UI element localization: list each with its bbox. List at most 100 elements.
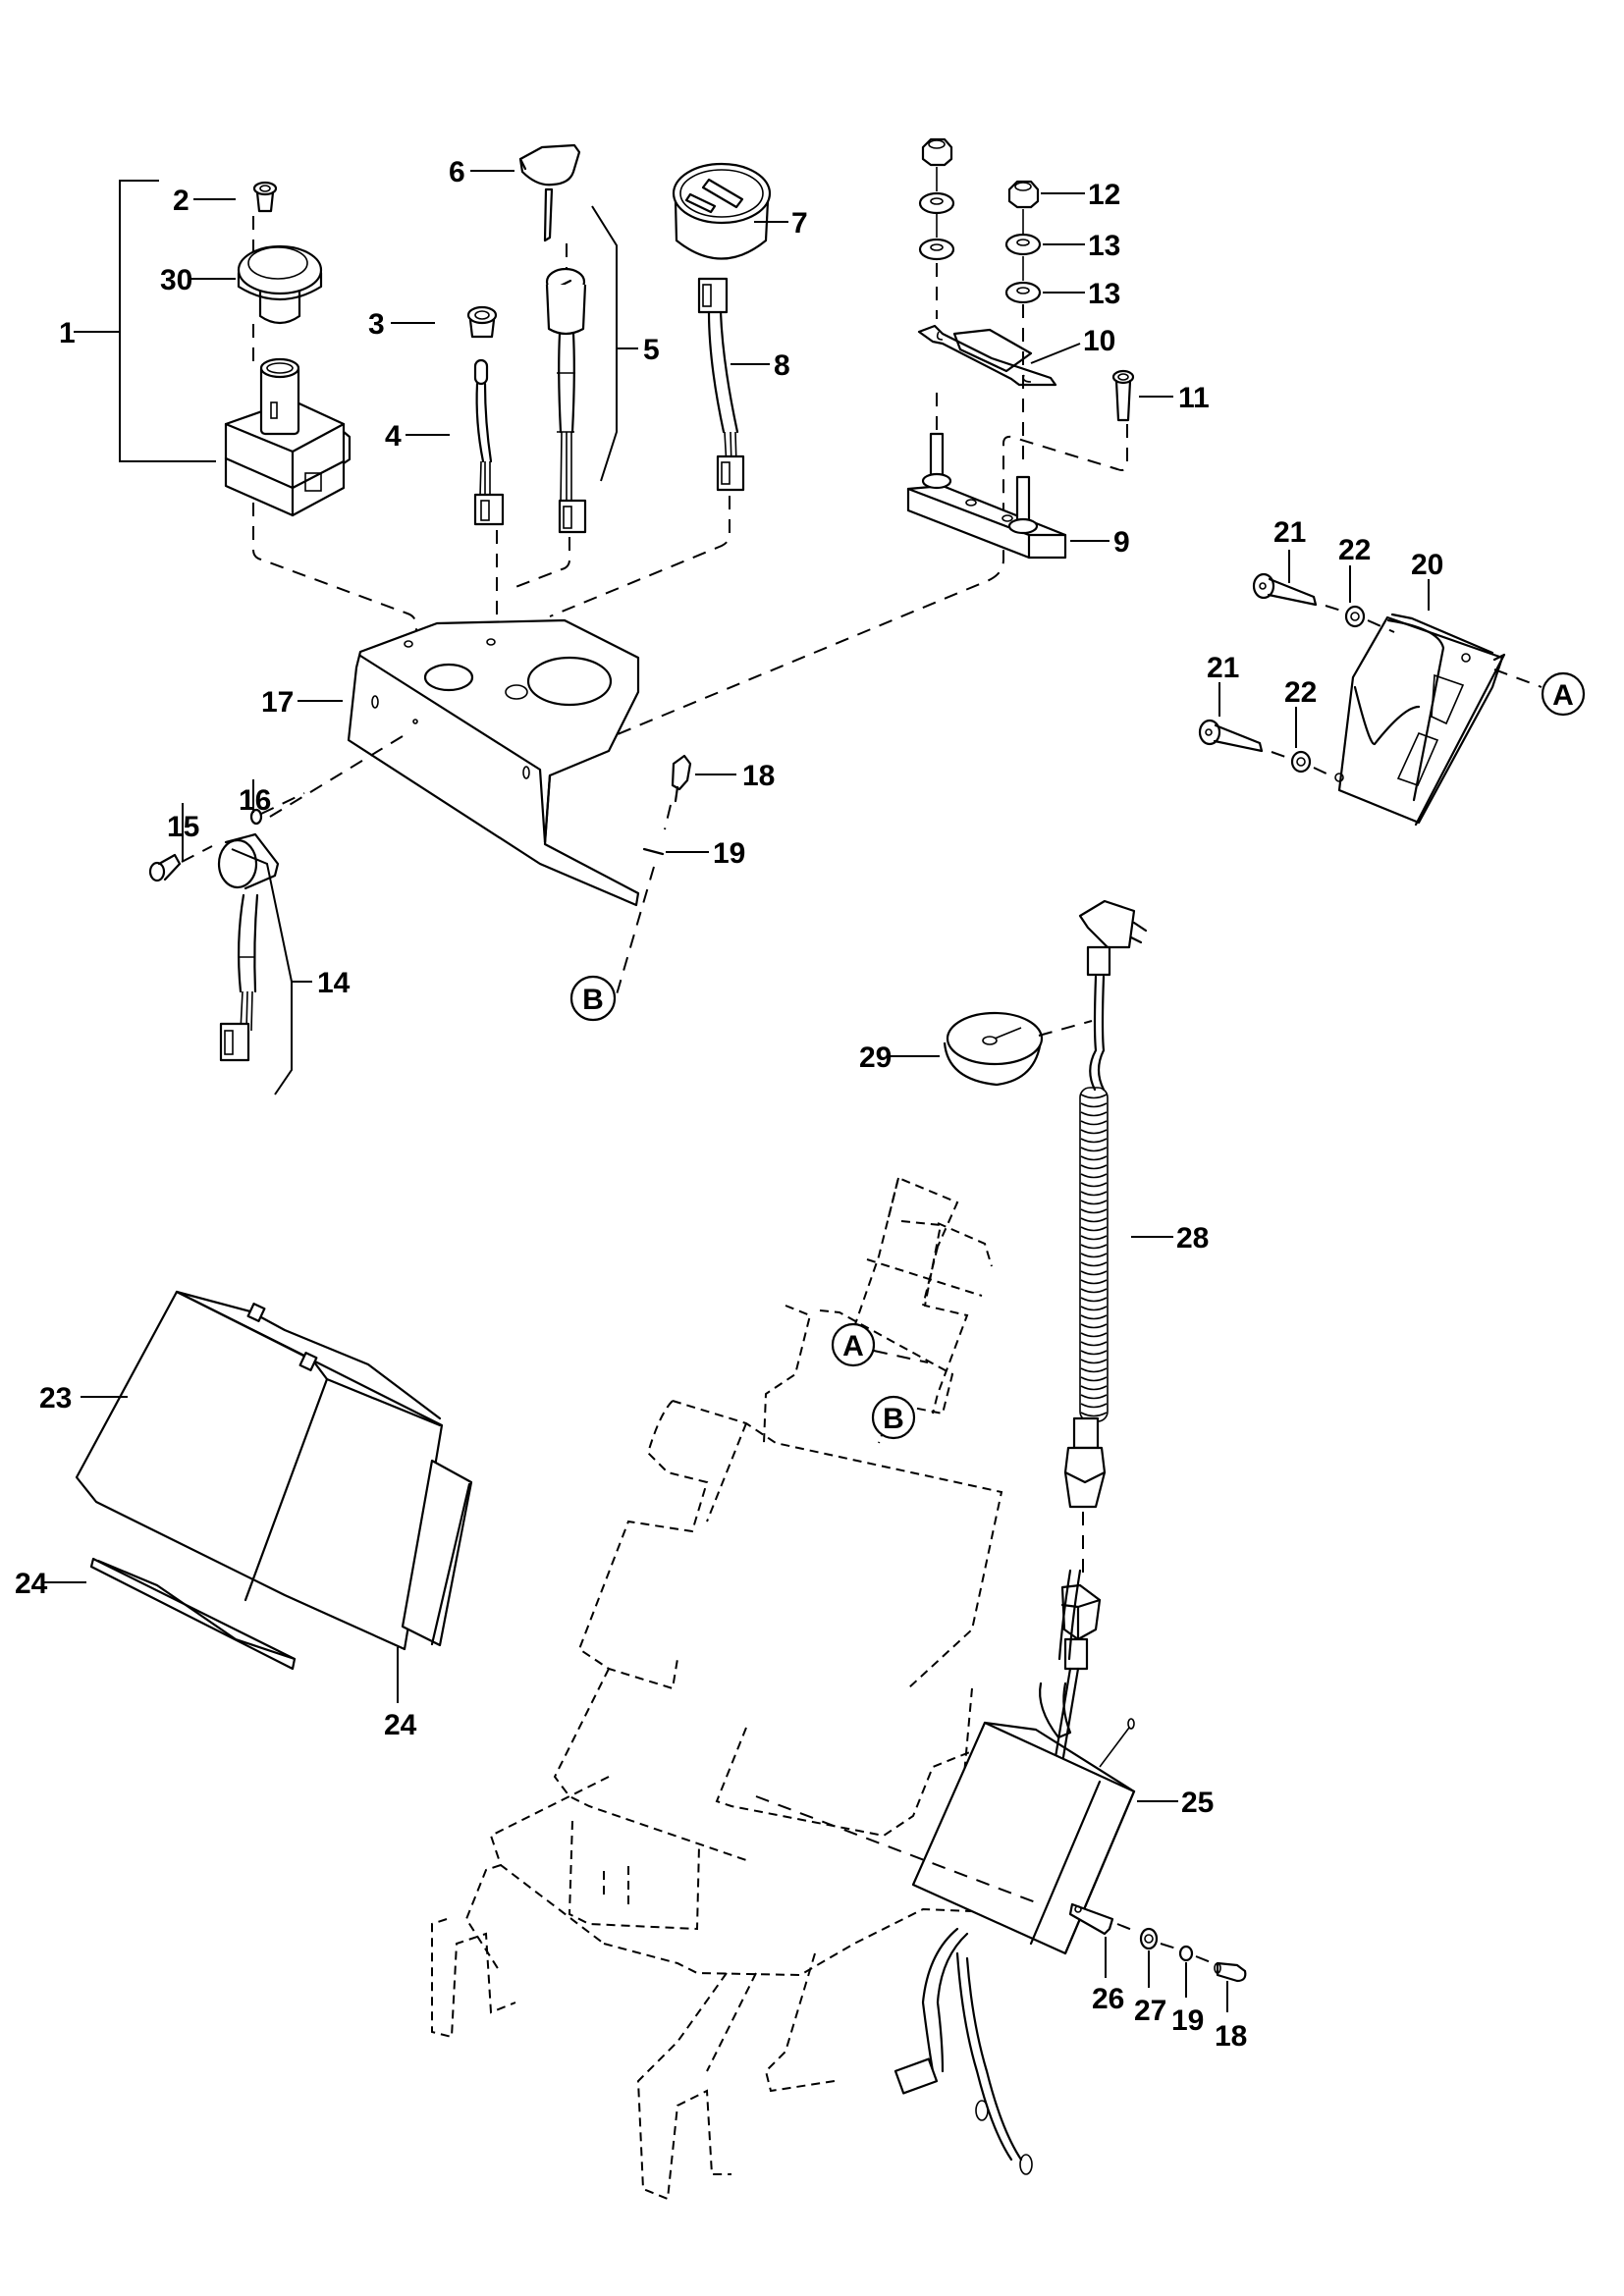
washer-part-19b <box>1178 1945 1194 1962</box>
trim-strip-part-24a <box>89 1557 297 1671</box>
cord-coil-ring <box>1080 1270 1108 1276</box>
bushing-part-3 <box>466 305 498 339</box>
callout-10: 10 <box>1083 325 1115 357</box>
gauge-harness-part-8 <box>697 277 745 492</box>
switch-body-part-1 <box>224 357 352 517</box>
washer-part-22a <box>1344 605 1366 628</box>
screw-part-2 <box>252 181 278 213</box>
callout-22a: 22 <box>1338 534 1371 566</box>
cord-coil-ring <box>1080 1341 1108 1347</box>
cord-coil-ring <box>1080 1314 1108 1320</box>
callout-17: 17 <box>261 686 294 719</box>
cord-coil-ring <box>1080 1253 1108 1258</box>
callout-11: 11 <box>1178 382 1210 414</box>
knob-part-30 <box>237 244 323 325</box>
washer-part-13a <box>1004 233 1042 256</box>
washer-part-19a <box>642 847 665 856</box>
cord-coil-ring <box>1080 1182 1108 1188</box>
machine-frame-ghost <box>431 1220 1061 2201</box>
callout-6: 6 <box>449 156 465 188</box>
cord-coil-ring <box>1080 1129 1108 1135</box>
callout-24a: 24 <box>15 1568 48 1600</box>
cord-coil-ring <box>1080 1226 1108 1232</box>
callout-19b: 19 <box>1171 2004 1204 2037</box>
cord-coil-ring <box>1080 1350 1108 1356</box>
clip-part-26 <box>1068 1902 1114 1936</box>
washer-left-2 <box>918 238 955 261</box>
callout-4: 4 <box>385 420 402 453</box>
connector-female <box>1060 1583 1102 1671</box>
cord-coil-ring <box>1080 1217 1108 1223</box>
cord-cap-part-29 <box>943 1011 1044 1087</box>
svg-text:A: A <box>1552 679 1574 712</box>
callout-7: 7 <box>791 207 808 240</box>
cord-coil-ring <box>1080 1094 1108 1099</box>
callout-22b: 22 <box>1284 676 1317 709</box>
controller-part-20 <box>1334 613 1506 827</box>
reference-marker-a-controller: A <box>1541 671 1586 717</box>
cord-coil-ring <box>1080 1394 1108 1400</box>
cord-coil-ring <box>1080 1261 1108 1267</box>
washer-left-1 <box>918 191 955 215</box>
cord-coil-ring <box>1080 1244 1108 1250</box>
cord-coil-ring <box>1080 1208 1108 1214</box>
callout-18b: 18 <box>1215 2020 1247 2053</box>
reference-marker-b-column: B <box>871 1395 916 1440</box>
callout-2: 2 <box>173 185 189 217</box>
cord-coil-ring <box>1080 1385 1108 1391</box>
svg-text:B: B <box>883 1403 904 1435</box>
cord-coil-ring <box>1080 1332 1108 1338</box>
terminal-block-part-9 <box>906 432 1067 560</box>
fuse-part-10 <box>917 324 1057 387</box>
callout-21a: 21 <box>1273 516 1306 549</box>
callout-30: 30 <box>160 264 192 296</box>
cord-coil-ring <box>1080 1111 1108 1117</box>
column-top-ghost <box>853 1176 983 1328</box>
mounting-bracket-part-17 <box>347 618 640 907</box>
connector-male <box>1063 1416 1107 1509</box>
key-switch-part-5 <box>545 267 587 534</box>
callout-19a: 19 <box>713 837 745 870</box>
cord-coil-ring <box>1080 1235 1108 1241</box>
cord-coil-ring <box>1080 1323 1108 1329</box>
charger-part-25 <box>911 1569 1136 1955</box>
callout-15: 15 <box>167 811 199 843</box>
cord-coil-ring <box>1080 1191 1108 1197</box>
cord-coil-ring <box>1080 1297 1108 1303</box>
cord-coil-ring <box>1080 1102 1108 1108</box>
washer-part-27 <box>1139 1927 1159 1950</box>
battery-gauge-part-7 <box>672 162 772 260</box>
callout-5: 5 <box>643 334 660 366</box>
callout-18a: 18 <box>742 760 775 792</box>
nut-part-12 <box>1007 180 1040 209</box>
washer-part-16 <box>249 808 263 826</box>
nut-left <box>921 137 953 167</box>
cord-coil-ring <box>1080 1147 1108 1152</box>
cord-coil-ring <box>1080 1306 1108 1311</box>
callout-8: 8 <box>774 349 790 382</box>
plug <box>1078 899 1148 977</box>
callout-13b: 13 <box>1088 278 1120 310</box>
callout-12: 12 <box>1088 179 1120 211</box>
callout-14: 14 <box>317 967 351 999</box>
callout-1: 1 <box>59 317 76 349</box>
callout-24b: 24 <box>384 1709 417 1741</box>
cord-coil-ring <box>1080 1200 1108 1205</box>
cord-coil-ring <box>1080 1138 1108 1144</box>
cord-coil-ring <box>1080 1279 1108 1285</box>
callout-21b: 21 <box>1207 652 1239 684</box>
washer-part-13b <box>1004 281 1042 304</box>
washer-part-22b <box>1290 750 1312 774</box>
charger-cables <box>893 1927 1033 2175</box>
cord-coil-ring <box>1080 1412 1108 1417</box>
indicator-harness-part-4 <box>473 358 505 526</box>
sensor-part-14 <box>217 832 280 1062</box>
callout-9: 9 <box>1113 526 1130 559</box>
key-part-6 <box>518 143 581 242</box>
callout-23: 23 <box>39 1382 72 1415</box>
coiled-cord-part-28 <box>1079 1087 1109 1422</box>
reference-marker-b-bracket: B <box>569 975 617 1022</box>
svg-text:B: B <box>582 984 604 1016</box>
cord-coil-ring <box>1080 1359 1108 1364</box>
